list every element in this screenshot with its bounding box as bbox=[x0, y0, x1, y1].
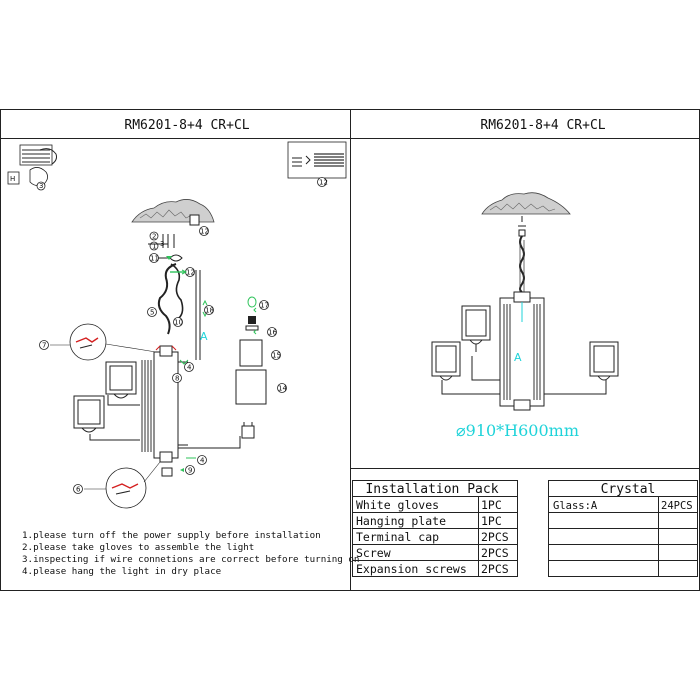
right-title: RM6201-8+4 CR+CL bbox=[480, 118, 605, 133]
svg-text:A: A bbox=[514, 351, 522, 364]
crystal-qty: 24PCS bbox=[661, 500, 693, 512]
pack-qty: 2PCS bbox=[481, 546, 509, 560]
installation-pack-header: Installation Pack bbox=[365, 482, 498, 497]
svg-text:16: 16 bbox=[268, 329, 277, 337]
pack-qty: 2PCS bbox=[481, 562, 509, 576]
pack-item: Terminal cap bbox=[356, 530, 439, 544]
pack-qty: 2PCS bbox=[481, 530, 509, 544]
svg-text:15: 15 bbox=[272, 352, 281, 360]
bulb-parts: 17 16 15 14 bbox=[235, 296, 287, 405]
chandelier-body-left: 4 8 4 9 bbox=[141, 345, 207, 477]
svg-text:17: 17 bbox=[260, 302, 269, 310]
power-off-glove-icon: H 3 bbox=[7, 144, 57, 191]
svg-text:14: 14 bbox=[278, 385, 287, 393]
chandelier-front-view: A bbox=[431, 216, 619, 411]
svg-text:4: 4 bbox=[200, 457, 205, 465]
svg-text:2: 2 bbox=[152, 233, 156, 241]
svg-text:12: 12 bbox=[186, 269, 195, 277]
svg-text:12: 12 bbox=[200, 228, 209, 236]
pack-item: White gloves bbox=[356, 498, 439, 512]
note-2: 2.please take gloves to assemble the lig… bbox=[22, 542, 254, 553]
svg-text:1: 1 bbox=[152, 243, 156, 251]
svg-text:4: 4 bbox=[187, 364, 192, 372]
svg-text:8: 8 bbox=[175, 375, 179, 383]
wire-detail-callout-6: 6 bbox=[73, 461, 161, 509]
pack-item: Screw bbox=[356, 546, 391, 560]
left-title: RM6201-8+4 CR+CL bbox=[124, 118, 249, 133]
wire-connector-icon: 12 bbox=[287, 141, 347, 187]
svg-text:3: 3 bbox=[160, 240, 164, 248]
svg-text:9: 9 bbox=[188, 467, 192, 475]
arms-and-shades-left bbox=[73, 361, 255, 449]
svg-text:7: 7 bbox=[42, 342, 46, 350]
note-3: 3.inspecting if wire connetions are corr… bbox=[22, 554, 359, 565]
svg-text:18: 18 bbox=[205, 307, 214, 315]
crystal-header: Crystal bbox=[601, 482, 656, 497]
svg-text:A: A bbox=[200, 330, 208, 343]
svg-text:6: 6 bbox=[76, 486, 81, 494]
crystal-table: Crystal Glass:A 24PCS bbox=[548, 480, 698, 577]
pack-qty: 1PC bbox=[481, 514, 502, 528]
note-4: 4.please hang the light in dry place bbox=[22, 566, 221, 577]
svg-text:11: 11 bbox=[150, 255, 159, 263]
installation-pack-table: Installation Pack White gloves 1PC Hangi… bbox=[352, 480, 518, 577]
svg-text:H: H bbox=[10, 175, 15, 183]
svg-text:5: 5 bbox=[150, 309, 154, 317]
ceiling-canopy-right bbox=[481, 192, 571, 215]
svg-text:12: 12 bbox=[319, 179, 328, 187]
pack-item: Hanging plate bbox=[356, 514, 446, 528]
svg-text:3: 3 bbox=[39, 182, 43, 190]
note-1: 1.please turn off the power supply befor… bbox=[22, 530, 321, 541]
hanging-chain: 5 10 12 bbox=[147, 256, 195, 335]
rod-a: A 18 bbox=[195, 270, 214, 360]
pack-qty: 1PC bbox=[481, 498, 502, 512]
ceiling-canopy-left bbox=[131, 199, 215, 223]
pack-item: Expansion screws bbox=[356, 562, 467, 576]
mounting-hardware: 12 2 1 3 11 bbox=[148, 214, 209, 263]
wire-detail-callout-7: 7 bbox=[39, 323, 157, 361]
crystal-item: Glass:A bbox=[553, 500, 598, 512]
dimension-label: ⌀910*H600mm bbox=[456, 421, 579, 440]
svg-text:10: 10 bbox=[174, 319, 183, 327]
